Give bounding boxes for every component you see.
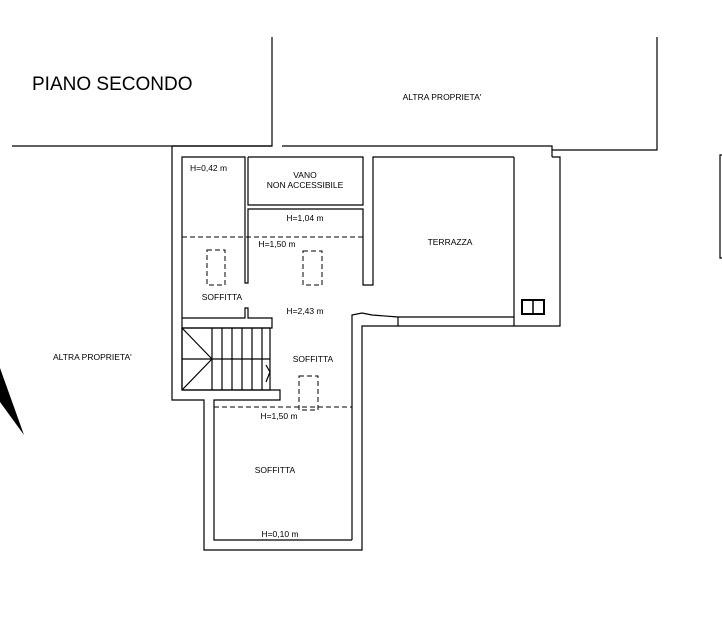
property-lines xyxy=(12,37,722,259)
skylight-icon xyxy=(206,249,226,286)
walls xyxy=(171,145,561,551)
height-label: H=1,50 m xyxy=(260,411,297,421)
north-arrow-icon xyxy=(0,368,24,435)
room-label-soffitta: SOFFITTA xyxy=(255,465,296,475)
neighbor-left-label: ALTRA PROPRIETA' xyxy=(53,352,132,362)
room-label-vano: VANO xyxy=(293,170,317,180)
height-label: H=1,04 m xyxy=(286,213,323,223)
skylight-icon xyxy=(302,250,323,286)
chimney-icon xyxy=(521,299,545,315)
height-lines xyxy=(182,236,363,411)
height-label: H=2,43 m xyxy=(286,306,323,316)
staircase xyxy=(181,327,271,391)
height-label: H=0,10 m xyxy=(261,529,298,539)
room-label-soffitta: SOFFITTA xyxy=(293,354,334,364)
room-label-vano-sub: NON ACCESSIBILE xyxy=(267,180,344,190)
room-label-soffitta: SOFFITTA xyxy=(202,292,243,302)
height-label: H=0,42 m xyxy=(190,163,227,173)
height-label: H=1,50 m xyxy=(258,239,295,249)
room-label-terrazza: TERRAZZA xyxy=(428,237,473,247)
page-title: PIANO SECONDO xyxy=(32,74,192,95)
skylight-icon xyxy=(298,375,319,411)
neighbor-top-label: ALTRA PROPRIETA' xyxy=(403,92,482,102)
